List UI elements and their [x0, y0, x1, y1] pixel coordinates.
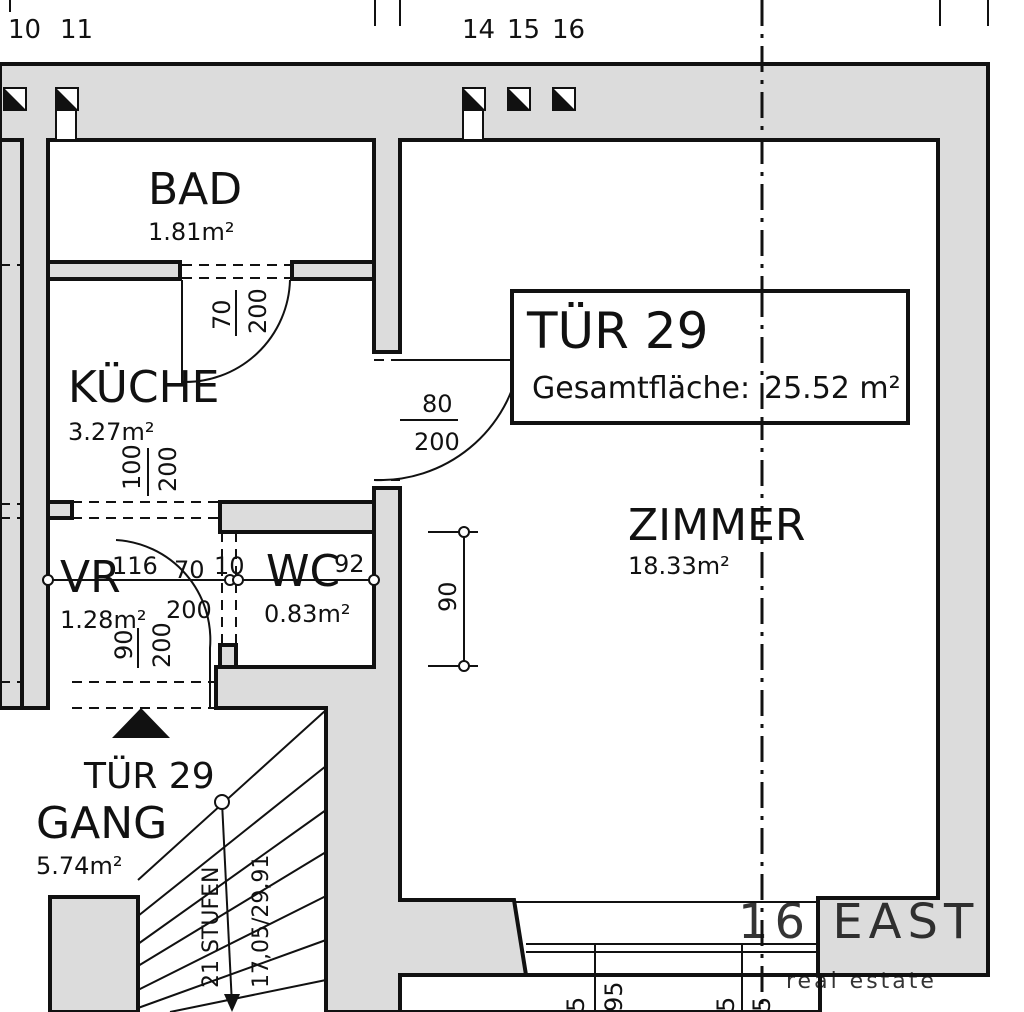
grid-label-15: 15: [507, 15, 540, 45]
dim-bad-door-w: 70: [208, 299, 236, 330]
dim-gap: 10: [214, 552, 245, 580]
grid-label-10: 10: [8, 15, 41, 45]
dim-wc-door-h: 200: [166, 596, 212, 624]
room-name-vr: VR: [60, 552, 121, 603]
grid-label-14: 14: [462, 15, 495, 45]
room-area-wc: 0.83m²: [264, 600, 350, 628]
staircase: [137, 709, 327, 1012]
dim-kueche-open-w: 100: [118, 444, 146, 490]
room-name-kueche: KÜCHE: [68, 361, 220, 413]
room-area-vr: 1.28m²: [60, 606, 146, 634]
dim-entry-w: 90: [110, 629, 138, 660]
room-name-zimmer: ZIMMER: [628, 500, 805, 551]
dimension-lines: [42, 290, 478, 672]
room-name-gang: GANG: [36, 798, 167, 849]
dim-kueche-open-h: 200: [154, 446, 182, 492]
walls: [0, 62, 990, 1012]
room-name-bad: BAD: [148, 164, 242, 215]
logo-tagline: real estate: [786, 969, 937, 994]
logo-brand: 16 EAST: [738, 894, 979, 950]
grid-ticks: [9, 0, 989, 26]
dim-vr-w: 116: [112, 552, 158, 580]
room-area-kueche: 3.27m²: [68, 418, 154, 446]
grid-label-11: 11: [60, 15, 93, 45]
entrance-label: TÜR 29: [83, 755, 215, 797]
unit-title: TÜR 29: [526, 302, 708, 360]
stair-steps: 21 STUFEN: [199, 866, 224, 988]
dim-bottom-a: 5: [562, 997, 590, 1012]
dim-zimmer-window: 90: [434, 581, 462, 612]
dim-wc-door-w: 70: [174, 556, 205, 584]
stair-ratio: 17,05/29,91: [249, 855, 274, 988]
brand-logo: 16 EAST real estate: [738, 894, 979, 994]
window-markers: [3, 87, 576, 141]
total-area-value: 25.52 m²: [764, 371, 901, 406]
dim-bottom-b: 95: [600, 981, 628, 1012]
unit-info-box: [510, 289, 910, 425]
dim-wc-w: 92: [334, 550, 365, 578]
room-area-bad: 1.81m²: [148, 218, 234, 246]
bottom-window: [399, 901, 818, 1012]
dim-entry-h: 200: [148, 622, 176, 668]
dim-main-door-h: 200: [414, 428, 460, 456]
door-swings: [0, 264, 522, 709]
dim-bottom-c: 5: [712, 997, 740, 1012]
grid-label-16: 16: [552, 15, 585, 45]
dim-main-door-w: 80: [422, 390, 453, 418]
total-area-label: Gesamtfläche:: [532, 371, 750, 406]
room-name-wc: WC: [266, 546, 340, 597]
entrance-arrow-icon: [112, 708, 170, 738]
dim-bottom-d: 5: [748, 997, 776, 1012]
dim-bad-door-h: 200: [244, 288, 272, 334]
room-area-gang: 5.74m²: [36, 852, 122, 880]
room-area-zimmer: 18.33m²: [628, 552, 730, 580]
